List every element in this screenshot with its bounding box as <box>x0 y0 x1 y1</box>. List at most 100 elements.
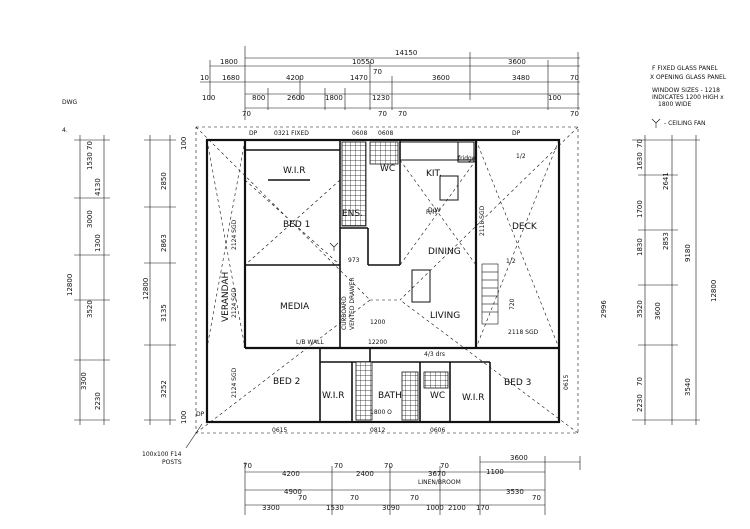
svg-text:3520: 3520 <box>86 300 94 318</box>
svg-text:70: 70 <box>570 74 579 82</box>
svg-text:2600: 2600 <box>287 94 305 102</box>
svg-text:4130: 4130 <box>94 178 102 196</box>
svg-text:800: 800 <box>252 94 265 102</box>
window-door-notes: DP 0321 FIXED 0608 0608 DP 2124 SGD 2124… <box>196 130 570 434</box>
svg-text:- CEILING FAN: - CEILING FAN <box>664 120 705 127</box>
svg-text:3300: 3300 <box>80 372 88 390</box>
svg-text:0606: 0606 <box>430 427 445 434</box>
svg-text:973: 973 <box>348 257 360 264</box>
svg-text:1230: 1230 <box>372 94 390 102</box>
room-kitchen: KIT. <box>426 169 442 179</box>
dim-left-inner: 12800 <box>142 278 150 300</box>
vented-drawer-note: VENTED DRAWER <box>349 277 356 330</box>
svg-text:1530: 1530 <box>326 504 344 512</box>
kitchen-bench <box>399 141 475 201</box>
svg-text:70: 70 <box>350 494 359 502</box>
legend-opening: X OPENING GLASS PANEL <box>650 74 727 81</box>
svg-text:DP: DP <box>249 130 258 137</box>
svg-text:1680: 1680 <box>222 74 240 82</box>
svg-text:LINEN/BROOM: LINEN/BROOM <box>418 479 461 486</box>
svg-text:1470: 1470 <box>350 74 368 82</box>
room-diagonals <box>206 139 560 349</box>
svg-text:3480: 3480 <box>512 74 530 82</box>
svg-text:2850: 2850 <box>160 172 168 190</box>
svg-text:3540: 3540 <box>684 378 692 396</box>
svg-text:1830: 1830 <box>636 238 644 256</box>
svg-text:70: 70 <box>636 139 644 148</box>
room-ensuite: ENS. <box>342 209 363 219</box>
svg-text:0615: 0615 <box>272 427 287 434</box>
svg-text:1800: 1800 <box>325 94 343 102</box>
svg-text:3252: 3252 <box>160 380 168 398</box>
svg-text:DP: DP <box>196 411 205 418</box>
svg-text:70: 70 <box>378 110 387 118</box>
svg-text:3600: 3600 <box>654 302 662 320</box>
svg-text:2230: 2230 <box>94 392 102 410</box>
svg-text:3135: 3135 <box>160 304 168 322</box>
room-media: MEDIA <box>280 302 310 312</box>
svg-text:170: 170 <box>476 504 489 512</box>
room-labels: W.I.R BED 1 ENS. WC KIT. DINING LIVING D… <box>221 164 538 403</box>
legend: F FIXED GLASS PANEL X OPENING GLASS PANE… <box>650 65 727 128</box>
svg-text:1100: 1100 <box>486 468 504 476</box>
dim-right-overall: 12800 <box>710 280 718 302</box>
svg-text:4200: 4200 <box>282 470 300 478</box>
svg-text:0608: 0608 <box>378 130 393 137</box>
room-wir-left: W.I.R <box>322 391 345 401</box>
dining-table <box>411 269 431 303</box>
top-dimension-labels: 14150 1800 10550 3600 70 10 1680 4200 14… <box>200 49 579 118</box>
svg-text:70: 70 <box>86 141 94 150</box>
svg-text:0321 FIXED: 0321 FIXED <box>274 130 309 137</box>
svg-text:POSTS: POSTS <box>162 459 182 466</box>
room-verandah: VERANDAH <box>221 272 231 322</box>
internal-walls <box>245 140 491 422</box>
svg-text:100x100 F14: 100x100 F14 <box>142 451 182 458</box>
svg-text:WINDOW SIZES - 1218: WINDOW SIZES - 1218 <box>652 87 720 94</box>
svg-text:INDICATES 1200 HIGH x: INDICATES 1200 HIGH x <box>652 94 724 101</box>
legend-fixed: F FIXED GLASS PANEL <box>652 65 718 72</box>
svg-text:70: 70 <box>570 110 579 118</box>
svg-text:fridge: fridge <box>458 155 476 162</box>
room-living: LIVING <box>430 311 460 321</box>
svg-text:2124 SGD: 2124 SGD <box>231 287 238 318</box>
top-dimension-lines <box>200 46 580 120</box>
svg-text:3600: 3600 <box>510 454 528 462</box>
dim-top-right: 3600 <box>508 58 526 66</box>
dishwasher-note: D/W <box>428 207 441 214</box>
svg-text:2124 SGD: 2124 SGD <box>231 219 238 250</box>
svg-text:DP: DP <box>512 130 521 137</box>
svg-text:2996: 2996 <box>600 300 608 318</box>
ceiling-fan-icon <box>651 118 661 128</box>
svg-text:4200: 4200 <box>286 74 304 82</box>
svg-text:70: 70 <box>373 68 382 76</box>
external-walls <box>205 138 561 424</box>
svg-text:0615: 0615 <box>563 375 570 390</box>
room-bed-1: BED 1 <box>283 220 310 230</box>
svg-text:10: 10 <box>200 74 209 82</box>
bottom-dimension-lines <box>244 456 581 515</box>
svg-text:R/H: R/H <box>426 209 437 216</box>
svg-text:1800 O: 1800 O <box>370 409 392 416</box>
room-deck: DECK <box>512 222 538 232</box>
svg-text:12200: 12200 <box>368 339 387 346</box>
svg-text:3300: 3300 <box>262 504 280 512</box>
svg-text:1200: 1200 <box>370 319 385 326</box>
svg-text:70: 70 <box>440 462 449 470</box>
svg-text:70: 70 <box>636 377 644 386</box>
svg-text:0812: 0812 <box>370 427 385 434</box>
svg-text:1300: 1300 <box>94 234 102 252</box>
drawing-ref: DWG <box>62 99 78 106</box>
bottom-dimension-labels: 3600 70 70 70 70 4200 2400 3670 1100 LIN… <box>243 454 541 512</box>
svg-text:1000: 1000 <box>426 504 444 512</box>
svg-text:0608: 0608 <box>352 130 367 137</box>
svg-text:70: 70 <box>242 110 251 118</box>
room-wir-right: W.I.R <box>462 393 485 403</box>
svg-text:3000: 3000 <box>86 210 94 228</box>
svg-text:3600: 3600 <box>432 74 450 82</box>
dim-top-mid: 10550 <box>352 58 374 66</box>
room-dining: DINING <box>428 247 461 257</box>
drawing-number: 4. <box>62 127 68 134</box>
dim-top-left: 1800 <box>220 58 238 66</box>
svg-text:4/3 drs: 4/3 drs <box>424 351 445 358</box>
svg-text:2118 SGD: 2118 SGD <box>479 205 486 236</box>
